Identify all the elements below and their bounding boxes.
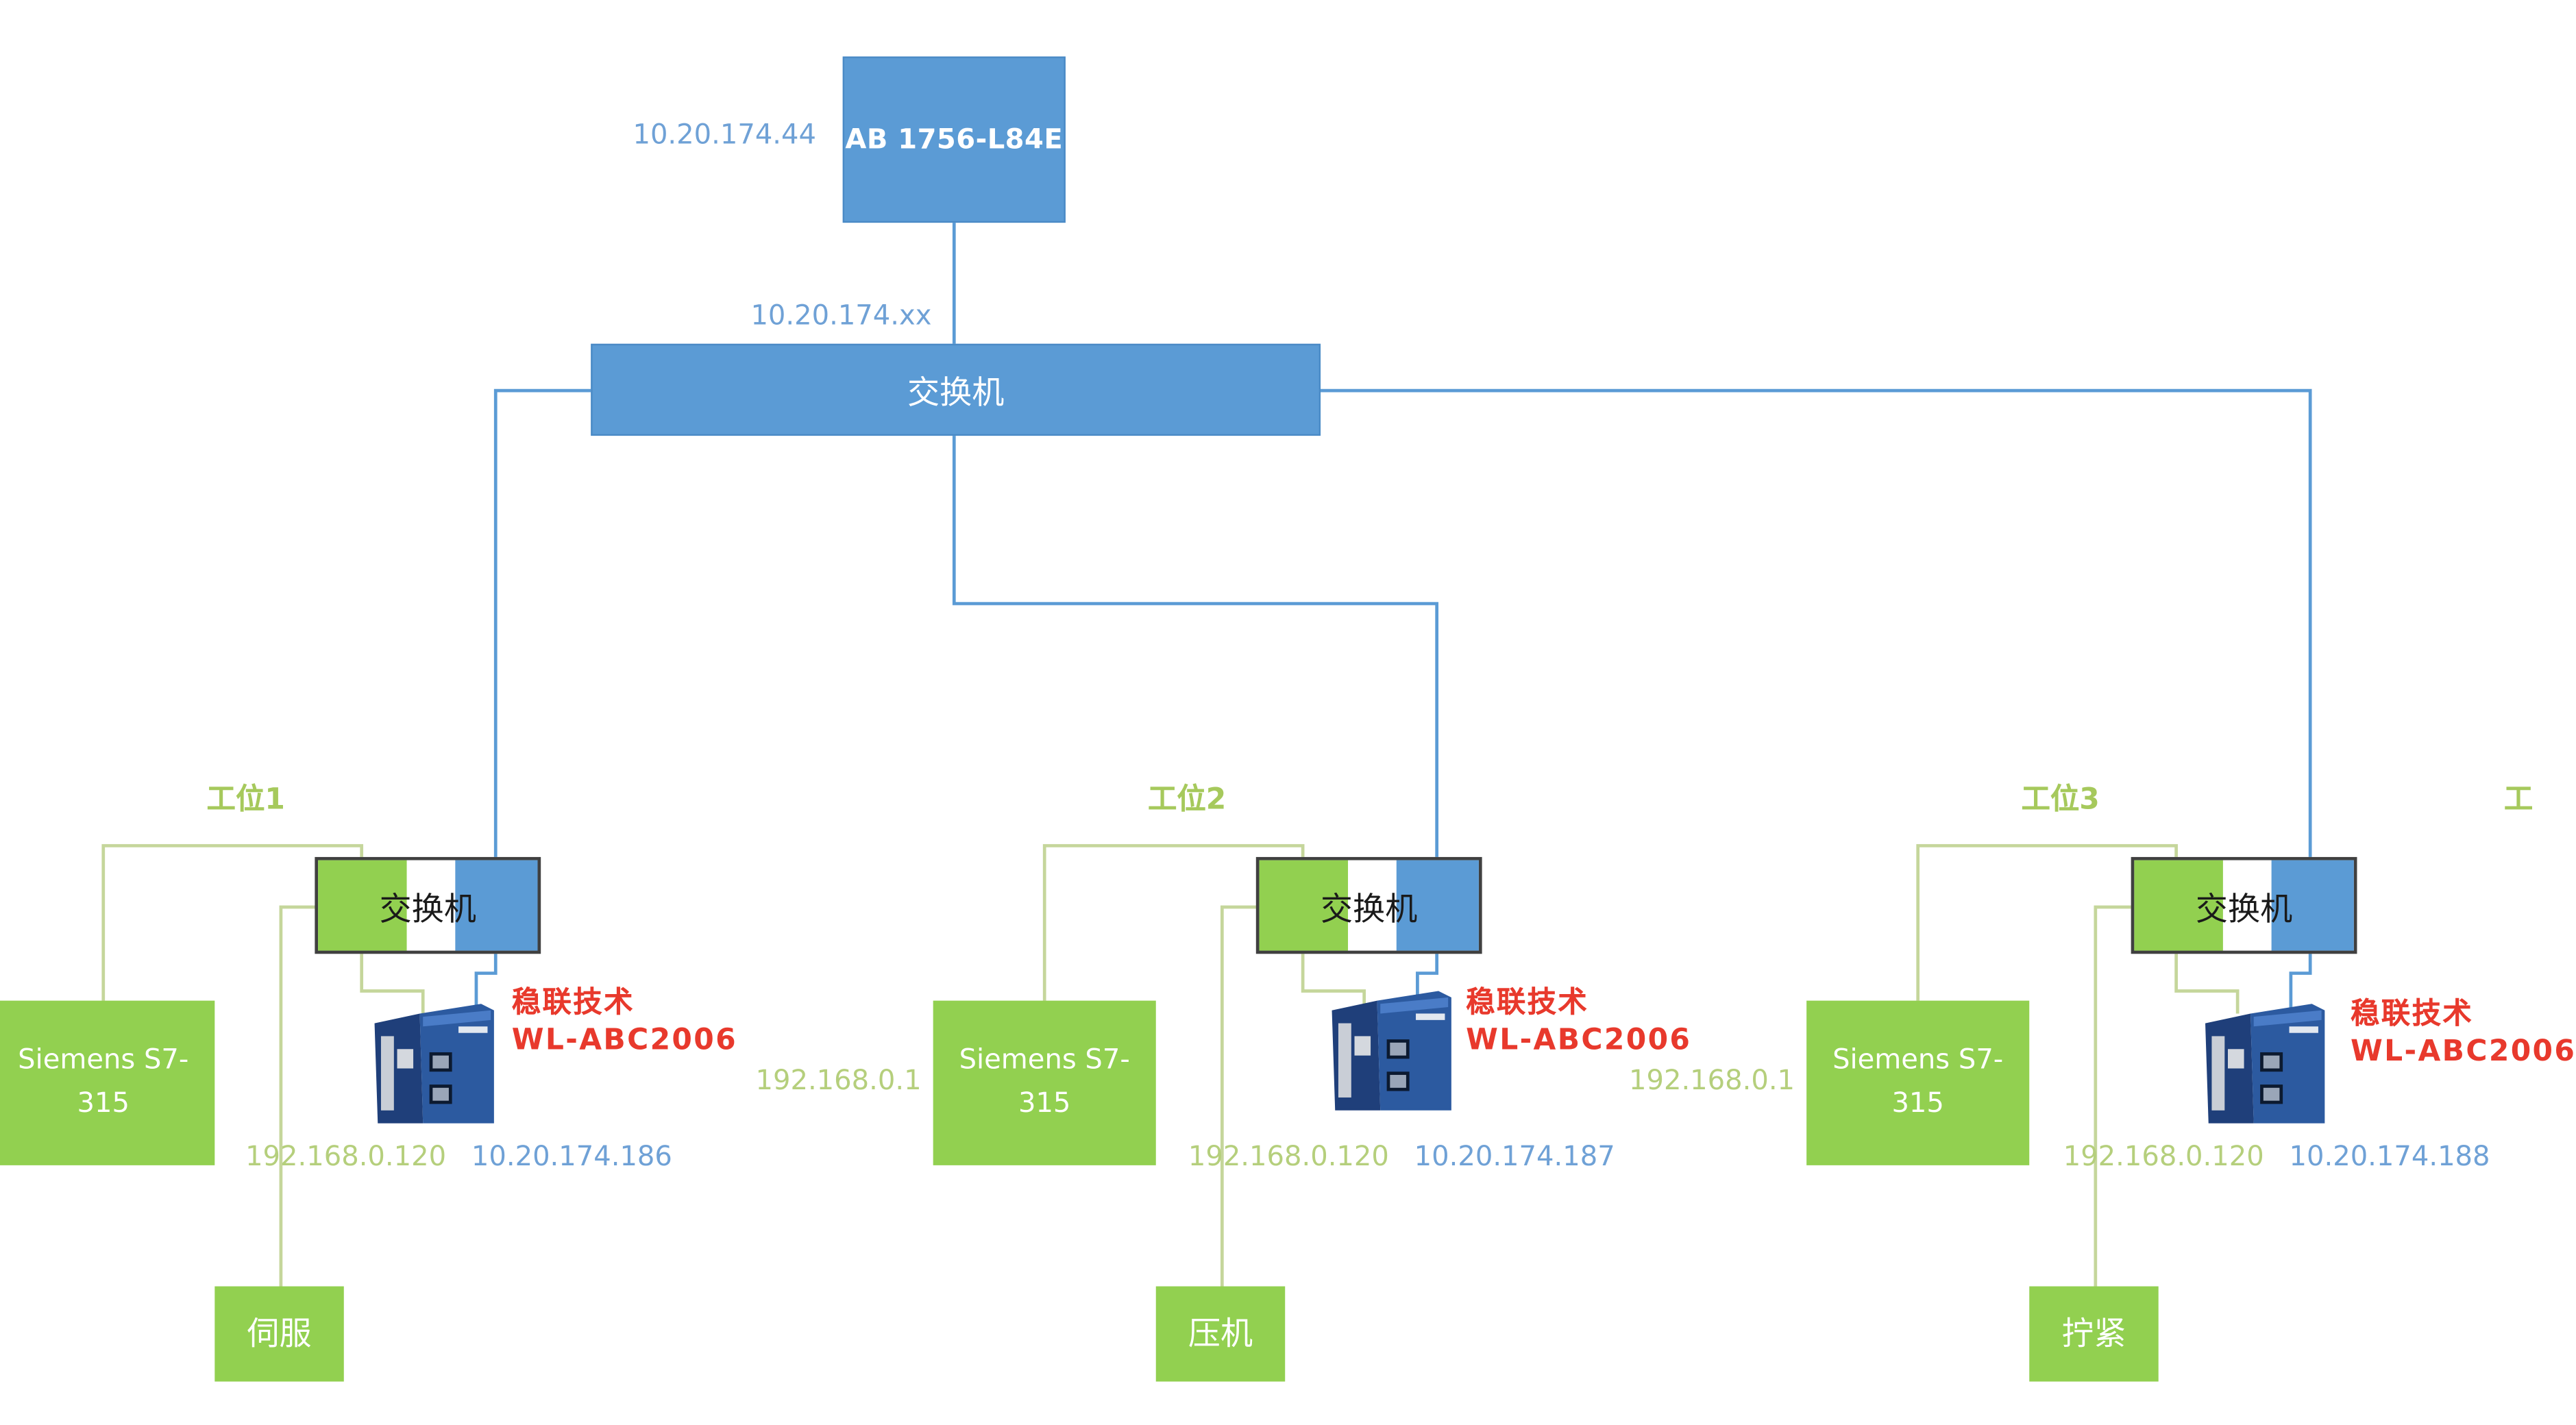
station3-gateway-profinet-line [2174, 954, 2240, 1014]
station4-title-partial: 工 [2503, 782, 2534, 817]
station1-gateway-brand: 稳联技术 [511, 986, 635, 1020]
station3-switch: 交换机 [2131, 856, 2357, 954]
station3-gateway-profinet-ip: 192.168.0.120 [2063, 1141, 2264, 1174]
station2-siemens-plc-label: Siemens S7-315 [959, 1044, 1130, 1120]
station2-switch-ethernet-segment [1396, 860, 1479, 951]
station3-switch-label: 交换机 [2195, 888, 2293, 928]
station2-siemens-plc-box: Siemens S7-315 [933, 1000, 1156, 1165]
station3-siemens-plc-ip: 192.168.0.1 [1629, 1065, 1795, 1098]
station2-switch-to-gateway-ethernet [1416, 954, 1439, 1009]
ab-plc-label: AB 1756-L84E [845, 123, 1064, 156]
station3-switch-profinet-segment [2134, 860, 2223, 951]
station3-siemens-plc-label: Siemens S7-315 [1832, 1044, 2004, 1120]
station1-gateway-profinet-line [360, 954, 425, 1014]
ethernet-lines [474, 223, 2312, 1009]
station2-gateway-model: WL-ABC2006 [1466, 1023, 1692, 1058]
station3-gateway-image [2205, 1004, 2325, 1124]
station1-switch-profinet-segment [318, 860, 407, 951]
station1-gateway-profinet-ip: 192.168.0.120 [245, 1141, 447, 1174]
core-switch-box: 交换机 [591, 343, 1321, 436]
station3-switch-divider-segment [2222, 860, 2272, 951]
station1-device-box: 伺服 [214, 1286, 344, 1382]
station1-switch-ethernet-segment [455, 860, 538, 951]
station3-gateway-brand: 稳联技术 [2351, 997, 2474, 1032]
station1-title: 工位1 [206, 782, 285, 817]
station3-title: 工位3 [2021, 782, 2100, 817]
core-to-station2-line [952, 436, 1439, 857]
station1-plc-line [101, 844, 364, 1001]
station2-switch: 交换机 [1255, 856, 1482, 954]
station2-device-label: 压机 [1188, 1313, 1253, 1353]
station2-gateway-image [1332, 991, 1451, 1111]
station2-device-line [1220, 905, 1258, 1291]
core-switch-ip-label: 10.20.174.xx [750, 300, 932, 333]
station2-device-box: 压机 [1155, 1286, 1286, 1382]
station1-switch-divider-segment [406, 860, 456, 951]
core-to-station3-line [1321, 388, 2312, 857]
station2-gateway-profinet-ip: 192.168.0.120 [1188, 1141, 1389, 1174]
station3-device-box: 拧紧 [2029, 1286, 2159, 1382]
station1-switch: 交换机 [315, 856, 541, 954]
station3-gateway-model: WL-ABC2006 [2351, 1034, 2576, 1069]
station1-gateway-model: WL-ABC2006 [511, 1023, 738, 1058]
ab-plc-box: AB 1756-L84E [842, 56, 1066, 223]
profinet-lines [101, 844, 2240, 1291]
station1-siemens-plc-box: Siemens S7-315 [0, 1000, 215, 1165]
station1-gateway-ethernet-ip: 10.20.174.186 [471, 1141, 672, 1174]
station2-gateway-profinet-line [1301, 954, 1366, 1014]
station2-gateway-ethernet-ip: 10.20.174.187 [1414, 1141, 1615, 1174]
station1-device-line [279, 905, 317, 1291]
station1-device-label: 伺服 [247, 1313, 312, 1353]
station1-switch-label: 交换机 [379, 888, 476, 928]
station3-plc-line [1916, 844, 2178, 1001]
station1-switch-to-gateway-ethernet [474, 954, 498, 1009]
station2-switch-profinet-segment [1259, 860, 1349, 951]
station2-title: 工位2 [1147, 782, 1227, 817]
station2-gateway-brand: 稳联技术 [1466, 986, 1589, 1020]
station2-switch-divider-segment [1348, 860, 1397, 951]
station3-device-label: 拧紧 [2061, 1313, 2126, 1353]
station3-siemens-plc-box: Siemens S7-315 [1806, 1000, 2030, 1165]
plc-ip-label: 10.20.174.44 [633, 119, 817, 152]
station2-switch-label: 交换机 [1321, 888, 1418, 928]
station2-plc-line [1042, 844, 1305, 1001]
core-to-station1-line [493, 388, 591, 857]
station3-switch-to-gateway-ethernet [2289, 954, 2312, 1009]
station3-gateway-ethernet-ip: 10.20.174.188 [2289, 1141, 2490, 1174]
station1-gateway-image [374, 1004, 494, 1124]
station1-siemens-plc-label: Siemens S7-315 [18, 1044, 189, 1120]
station3-switch-ethernet-segment [2271, 860, 2354, 951]
core-switch-label: 交换机 [907, 373, 1005, 412]
station3-device-line [2094, 905, 2131, 1291]
station2-siemens-plc-ip: 192.168.0.1 [755, 1065, 922, 1098]
